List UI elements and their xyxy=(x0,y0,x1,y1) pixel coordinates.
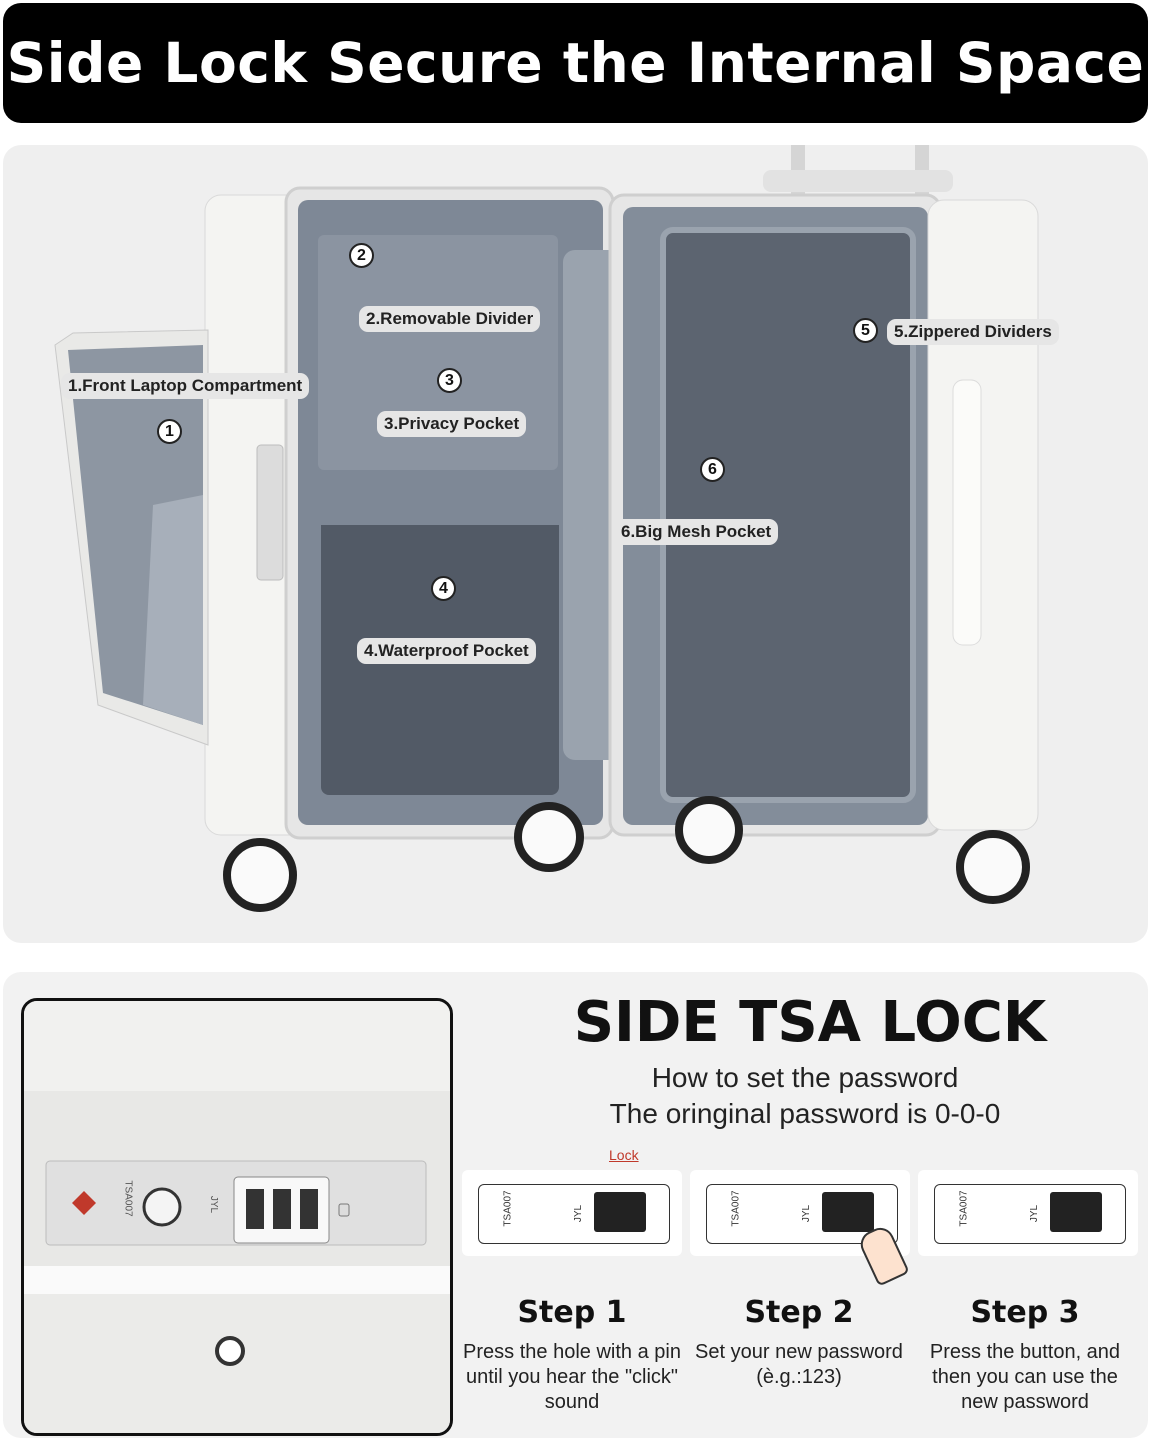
step-1-dials xyxy=(594,1192,646,1232)
lock-brand-text: JYL xyxy=(208,1195,220,1214)
lock-closeup-illustration xyxy=(24,1001,450,1433)
feature-marker-6: 6 xyxy=(700,457,725,482)
step-1-brand-text: JYL xyxy=(573,1204,585,1223)
step-2-brand-text: JYL xyxy=(801,1204,813,1223)
step-2-plate-text: TSA007 xyxy=(730,1190,742,1227)
lock-plate-text: TSA007 xyxy=(122,1180,134,1217)
step-1-illustration: TSA007 JYL xyxy=(462,1170,682,1256)
luggage-photo-panel: 1 1.Front Laptop Compartment 2 2.Removab… xyxy=(3,145,1148,943)
step-2-title: Step 2 xyxy=(744,1295,854,1330)
feature-marker-5: 5 xyxy=(853,318,878,343)
luggage-illustration xyxy=(54,145,1039,912)
step-3-brand-text: JYL xyxy=(1029,1204,1041,1223)
feature-label-zippered-dividers: 5.Zippered Dividers xyxy=(887,319,1059,345)
step-3-dials xyxy=(1050,1192,1102,1232)
step-2-description: Set your new password (è.g.:123) xyxy=(695,1341,903,1388)
feature-label-waterproof-pocket: 4.Waterproof Pocket xyxy=(357,638,536,664)
step-1-plate-text: TSA007 xyxy=(502,1190,514,1227)
feature-marker-1: 1 xyxy=(157,419,182,444)
feature-label-privacy-pocket: 3.Privacy Pocket xyxy=(377,411,527,437)
feature-marker-2: 2 xyxy=(349,243,374,268)
feature-label-removable-divider: 2.Removable Divider xyxy=(359,306,541,332)
original-password-text: The oringinal password is 0-0-0 xyxy=(609,1098,1001,1129)
side-tsa-lock-title: SIDE TSA LOCK xyxy=(573,990,1047,1055)
page-title: Side Lock Secure the Internal Space xyxy=(6,31,1145,95)
feature-marker-4: 4 xyxy=(431,576,456,601)
lock-closeup-photo: TSA007 JYL xyxy=(21,998,453,1436)
step-3-title: Step 3 xyxy=(970,1295,1080,1330)
lock-indicator-label: Lock xyxy=(609,1147,639,1163)
step-3-illustration: TSA007 JYL xyxy=(918,1170,1138,1256)
feature-label-front-laptop-compartment: 1.Front Laptop Compartment xyxy=(61,373,310,399)
feature-marker-3: 3 xyxy=(437,368,462,393)
header-banner: Side Lock Secure the Internal Space xyxy=(3,3,1148,123)
step-3-plate-text: TSA007 xyxy=(958,1190,970,1227)
step-1-description: Press the hole with a pin until you hear… xyxy=(463,1341,681,1413)
password-subtitle: How to set the password xyxy=(651,1062,959,1093)
step-2-dials xyxy=(822,1192,874,1232)
step-1-title: Step 1 xyxy=(517,1295,627,1330)
step-3-description: Press the button, and then you can use t… xyxy=(929,1341,1121,1413)
feature-label-big-mesh-pocket: 6.Big Mesh Pocket xyxy=(614,519,779,545)
